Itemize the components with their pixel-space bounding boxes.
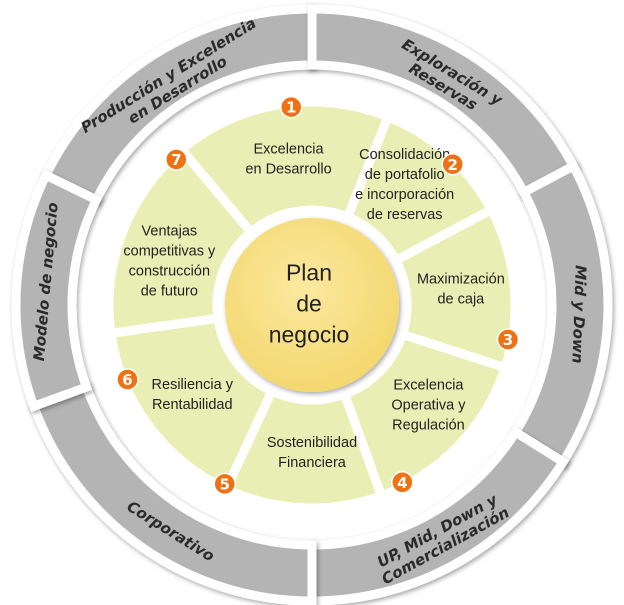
number-badge-circle	[116, 368, 139, 391]
number-badge-circle	[441, 153, 464, 176]
inner-segment-label: Ventajas competitivas y construcción de fut…	[123, 223, 216, 299]
inner-segment: Maximización de caja	[389, 203, 520, 374]
inner-segment-label-line: Excelencia	[253, 142, 324, 158]
inner-segment-label-line: e incorporación	[355, 187, 454, 203]
center-title-line: Plan	[286, 260, 332, 286]
inner-segment-shape	[175, 97, 394, 239]
outer-segment: Mid y Down	[509, 159, 613, 469]
inner-segment: Excelencia en Desarrollo	[175, 97, 394, 239]
inner-segment-label-line: de reservas	[367, 207, 443, 223]
inner-segment-label: Excelencia en Desarrollo	[245, 142, 331, 178]
number-badge-circle	[391, 471, 414, 494]
inner-segment-label-line: Maximización	[417, 272, 505, 288]
inner-segment-label-line: Ventajas	[142, 223, 198, 239]
number-badge-label: 1	[286, 99, 296, 117]
inner-segment-label-line: Operativa y	[391, 398, 466, 414]
number-badges: 1 2 3 4 5 6 7	[116, 95, 520, 496]
outer-segment-shape	[509, 159, 613, 469]
center-title-line: de	[296, 291, 322, 317]
number-badge-label: 6	[122, 371, 132, 389]
number-badge-label: 3	[503, 331, 513, 349]
center-title: Plan de negocio	[269, 260, 350, 348]
number-badge: 4	[391, 471, 414, 494]
number-badge-circle	[165, 148, 188, 171]
outer-segment-label-line: Mid y Down	[568, 265, 589, 364]
outer-segment-shape	[11, 169, 103, 413]
inner-segment-label: Maximización de caja	[417, 272, 505, 308]
inner-segment: Ventajas competitivas y construcción de fut…	[104, 143, 258, 339]
number-badge-circle	[213, 472, 237, 496]
number-badge-circle	[496, 328, 520, 351]
center-circle-shape	[225, 218, 399, 392]
inner-segment-label-line: Resiliencia y	[152, 377, 234, 393]
inner-segment-label-line: de portafolio	[365, 167, 445, 183]
inner-segment-label-line: en Desarrollo	[245, 162, 331, 178]
center-circle: Plan de negocio	[225, 218, 399, 392]
inner-segment-label-line: Financiera	[278, 455, 347, 471]
inner-segment-label-line: Excelencia	[393, 378, 464, 394]
outer-segment: Modelo de negocio	[11, 169, 103, 413]
number-badge-circle	[279, 95, 303, 119]
inner-segment: Resiliencia y Rentabilidad	[105, 313, 278, 495]
inner-segment-label-line: Rentabilidad	[152, 397, 233, 413]
center-title-line: negocio	[269, 322, 350, 348]
inner-segment-label-line: de caja	[437, 292, 485, 308]
number-badge-label: 4	[397, 474, 407, 492]
inner-segment-label: Resiliencia y Rentabilidad	[152, 377, 234, 413]
inner-segment-label-line: construcción	[129, 263, 210, 279]
inner-segment-label-line: Sostenibilidad	[267, 435, 357, 451]
number-badge: 6	[116, 368, 139, 391]
inner-segment-shape	[338, 328, 511, 502]
inner-segment-label-line: Regulación	[392, 418, 465, 434]
inner-segment-label-line: competitivas y	[123, 243, 216, 259]
inner-segment-shape	[105, 313, 278, 495]
inner-segment-label-line: de futuro	[141, 283, 198, 299]
number-badge-label: 5	[220, 475, 230, 493]
number-badge: 5	[213, 472, 237, 496]
outer-segment-label: Mid y Down	[568, 265, 589, 364]
inner-segment-label: Consolidación de portafolio e incorporació…	[355, 147, 454, 223]
number-badge-label: 7	[171, 151, 181, 169]
number-badge: 3	[496, 328, 520, 351]
inner-segment-label-line: Consolidación	[359, 147, 450, 163]
number-badge: 7	[165, 148, 188, 171]
number-badge: 2	[441, 153, 464, 176]
number-badge: 1	[279, 95, 303, 119]
number-badge-label: 2	[447, 156, 457, 174]
inner-ring: Excelencia en Desarrollo Consolidación de p…	[104, 97, 520, 513]
